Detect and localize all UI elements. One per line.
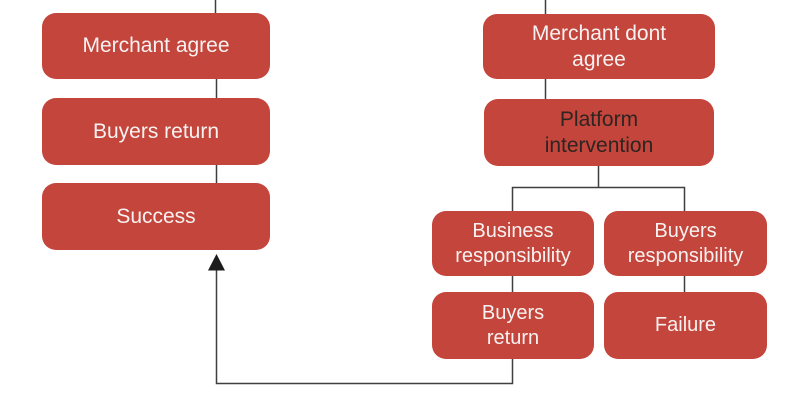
node-label: Success (116, 204, 196, 228)
node-label: Buyers responsibility (627, 219, 744, 267)
node-label: Business responsibility (455, 219, 571, 267)
node-label: Merchant agree (82, 34, 230, 57)
node-business-responsibility: Business responsibility (432, 211, 594, 276)
node-label: Failure (654, 314, 717, 336)
node-buyers-responsibility: Buyers responsibility (604, 211, 767, 276)
node-label: Buyers return (481, 301, 545, 349)
arrow-up-head-icon (208, 254, 225, 271)
node-platform-intervention: Platform intervention (484, 99, 714, 166)
node-buyers-return-right: Buyers return (432, 292, 594, 359)
node-merchant-agree: Merchant agree (42, 13, 270, 79)
node-merchant-dont-agree: Merchant dont agree (483, 14, 715, 79)
connector-branch-bar (511, 186, 686, 211)
node-label: Platform intervention (544, 107, 654, 157)
connector-feedback-elbow (215, 269, 514, 385)
node-label: Buyers return (92, 119, 220, 143)
node-failure: Failure (604, 292, 767, 359)
node-buyers-return-left: Buyers return (42, 98, 270, 165)
node-label: Merchant dont agree (531, 21, 667, 71)
node-success: Success (42, 183, 270, 250)
